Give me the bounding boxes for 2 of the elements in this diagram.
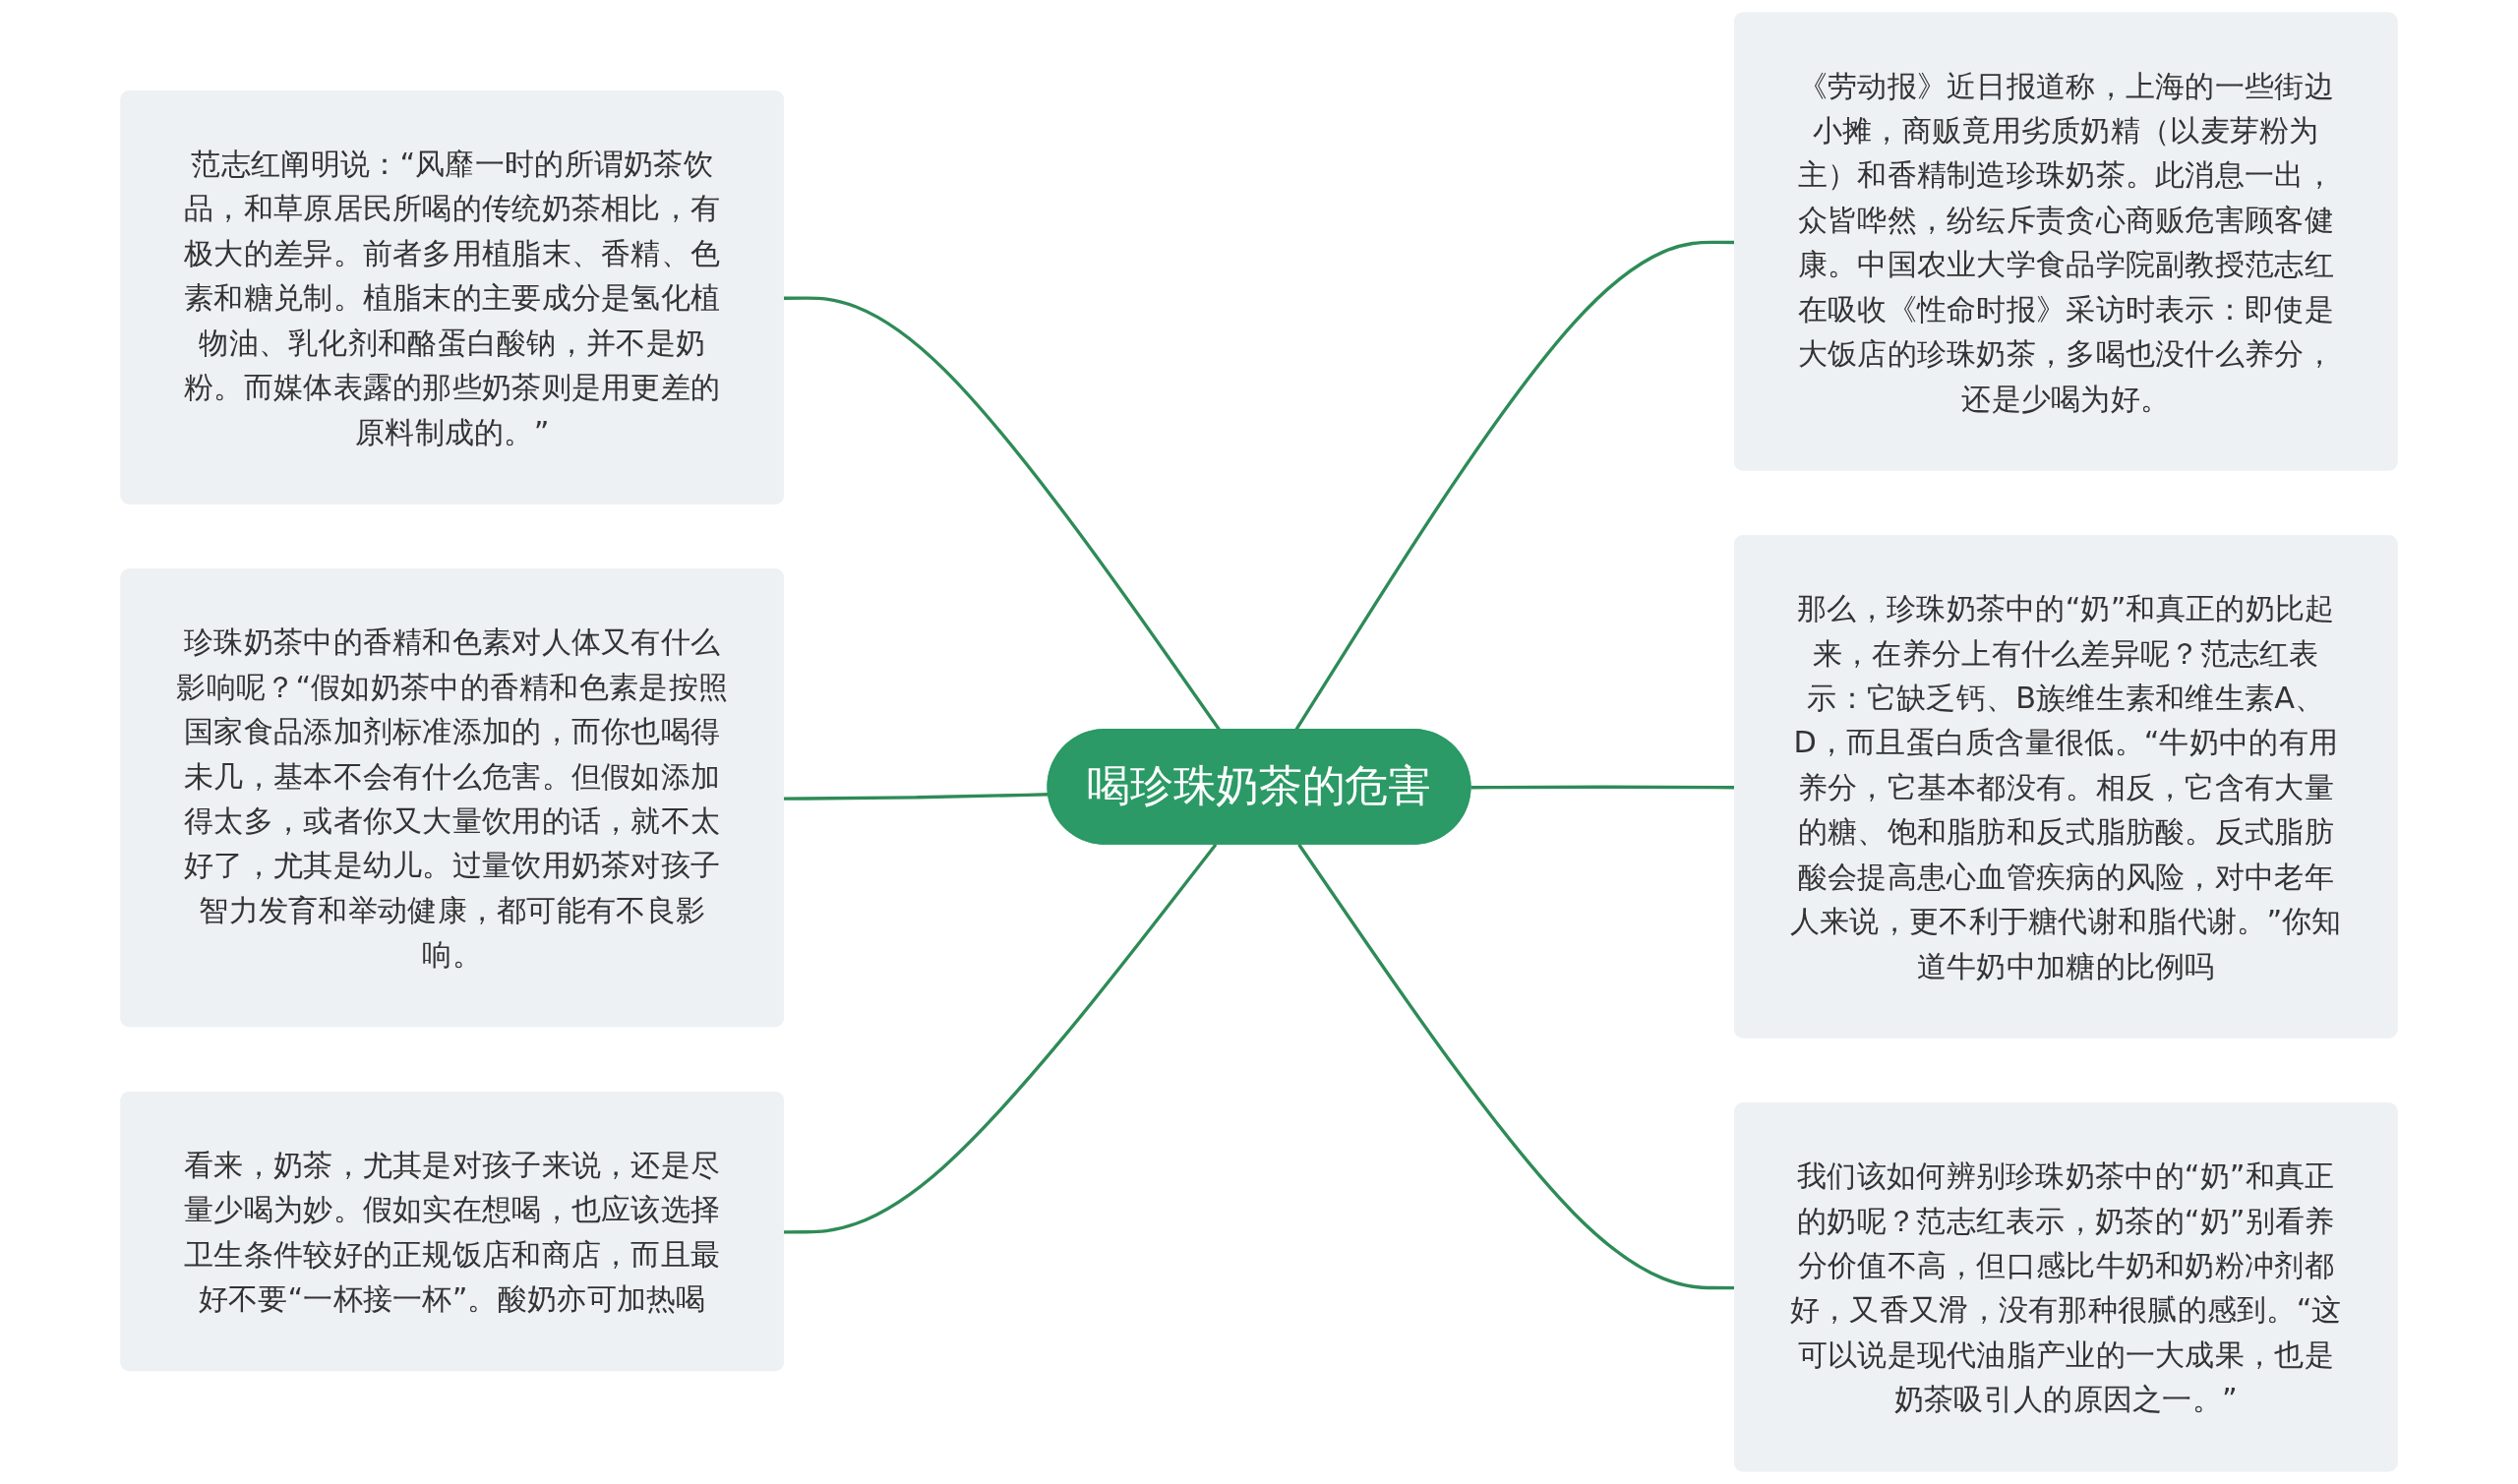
connector xyxy=(784,843,1218,1234)
connector xyxy=(784,793,1049,801)
